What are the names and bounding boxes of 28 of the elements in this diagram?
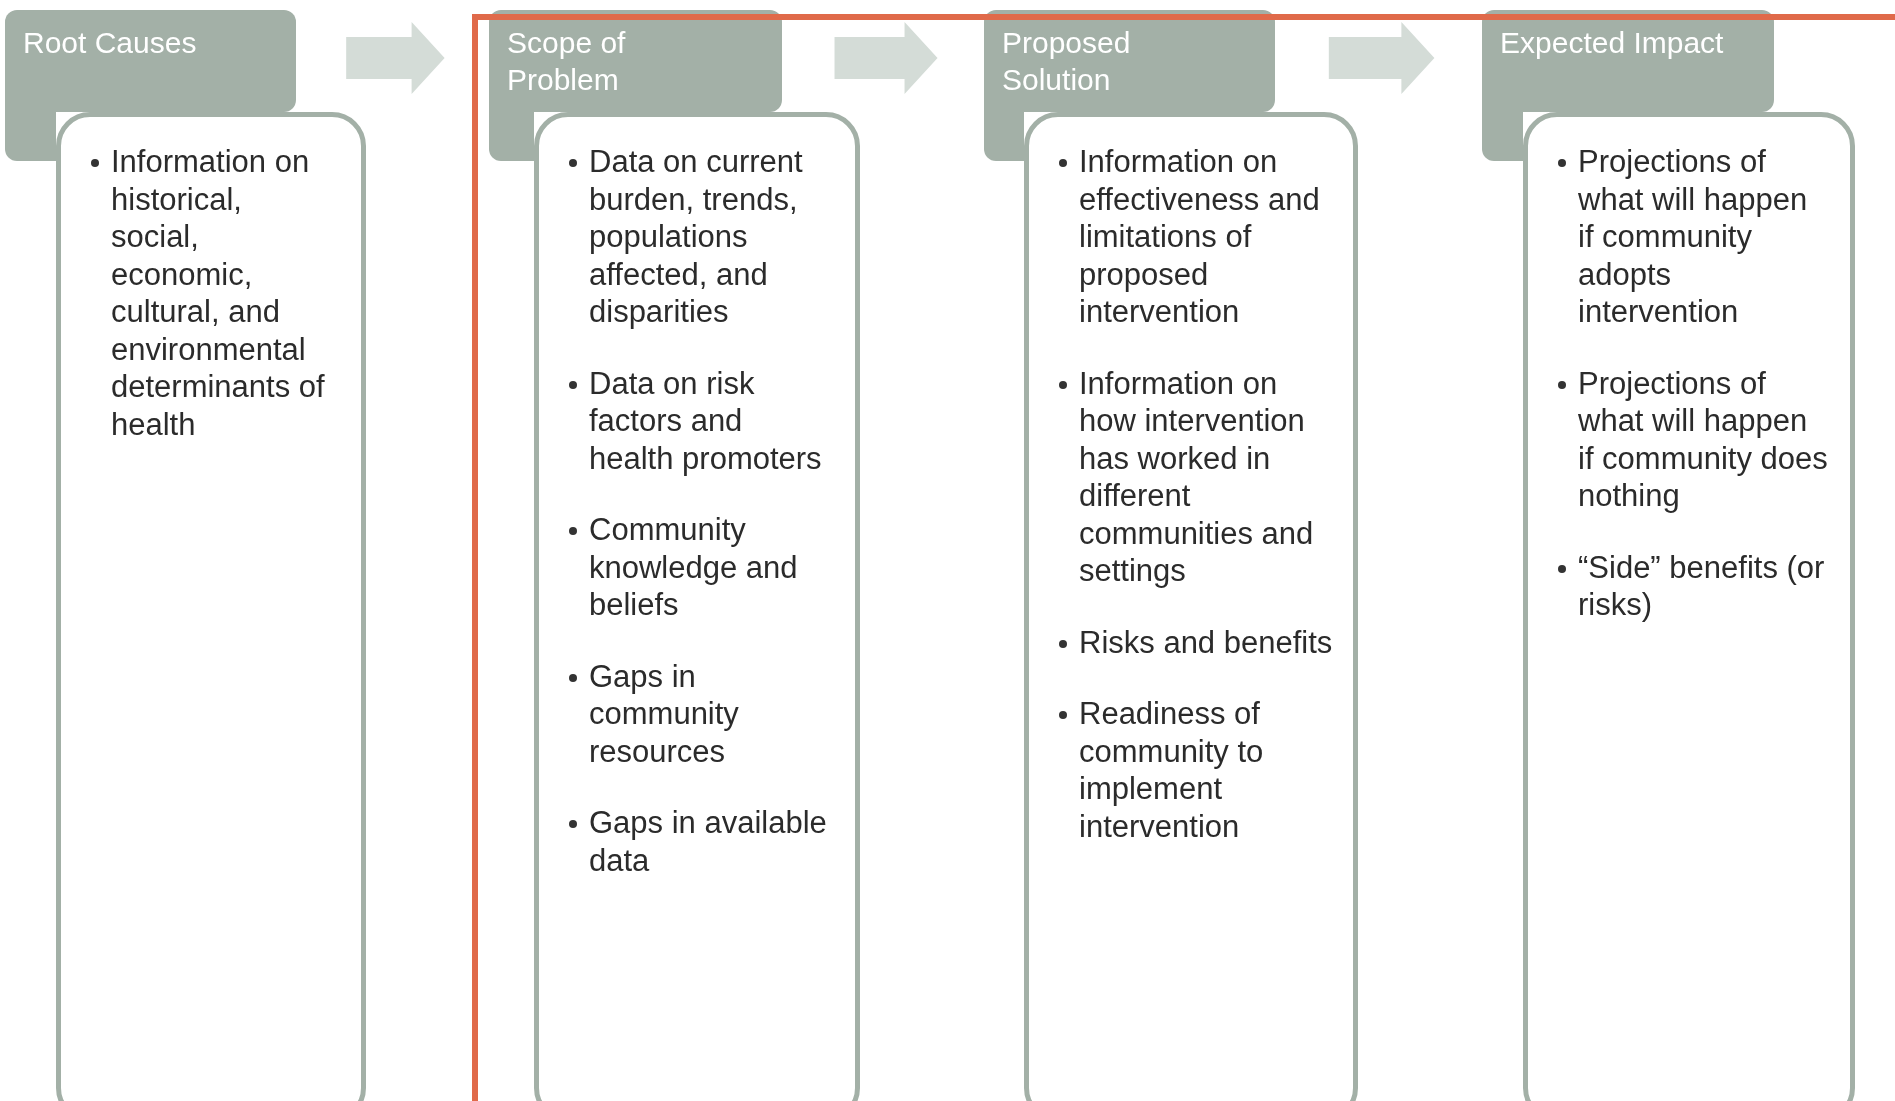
bullet-text: Gaps in available data (589, 804, 828, 879)
bullet-text: Information on how intervention has worked in different communities and settings (1079, 364, 1315, 590)
bullet-text: “Side” benefits (or risks) (1578, 548, 1826, 624)
block-arrow (346, 22, 445, 94)
block-arrow (1328, 22, 1435, 94)
bullet-text: Risks and benefits (1079, 623, 1333, 661)
bullet-text: Data on current burden, trends, populations affected, and disparities (589, 143, 804, 331)
bullet-text: Projections of what will happen if community adopts intervention (1578, 143, 1809, 331)
content-card (1523, 112, 1855, 1101)
stage-header (489, 10, 782, 112)
header-text: Proposed Solution (1002, 25, 1132, 98)
bullet-text: Community knowledge and beliefs (589, 511, 799, 624)
header-text: Expected Impact (1500, 25, 1725, 61)
bullet-text: Information on effectiveness and limitations of proposed intervention (1079, 143, 1321, 331)
stage-header (984, 10, 1275, 112)
content-card (1024, 112, 1358, 1101)
bullet-text: Gaps in community resources (589, 657, 740, 770)
header-text: Scope of Problem (507, 25, 627, 98)
header-text: Root Causes (23, 25, 198, 61)
bullet-text: Data on risk factors and health promoters (589, 364, 823, 477)
block-arrow (834, 22, 938, 94)
bullet-text: Information on historical, social, economic, cultural, and environmental determinants of health (111, 143, 326, 443)
content-card (56, 112, 366, 1101)
stage-header (1482, 10, 1774, 112)
bullet-text: Readiness of community to implement intervention (1079, 695, 1265, 845)
bullet-text: Projections of what will happen if community does nothing (1578, 364, 1829, 515)
content-card (534, 112, 860, 1101)
stage-header (5, 10, 296, 112)
